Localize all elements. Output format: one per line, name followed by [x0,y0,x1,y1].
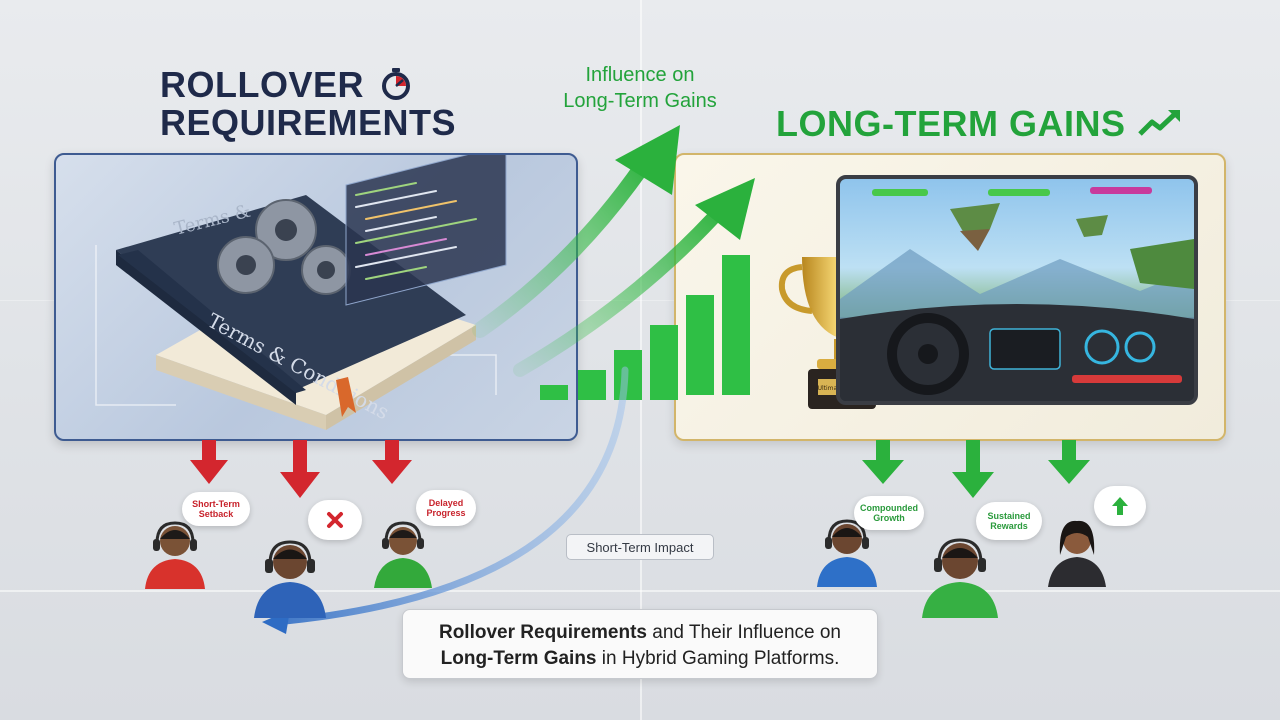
rules-panel: Terms & Conditions Terms & [54,153,578,441]
avatar [1048,520,1106,587]
caption-bold2: Long-Term Gains [440,648,597,669]
rulebook-illustration: Terms & Conditions Terms & [95,155,507,430]
thought-bubble: Short-Term Setback [182,492,250,526]
caption-line1: Rollover Requirements and Their Influenc… [403,620,877,646]
caption-bold1: Rollover Requirements [438,622,647,643]
caption-box: Rollover Requirements and Their Influenc… [402,609,878,679]
avatar [254,540,326,618]
bubble-text: Short-Term Setback [192,499,240,519]
stopwatch-icon [381,68,410,100]
avatar [922,538,998,618]
bubble-text: Compounded Growth [860,503,918,523]
bubble-text: Sustained Rewards [987,511,1031,531]
caption-rest2: in Hybrid Gaming Platforms. [596,648,840,669]
gains-panel: Ultimate Champ [674,153,1226,441]
caption-line2: Long-Term Gains in Hybrid Gaming Platfor… [403,646,877,672]
title-word: ROLLOVER [160,64,365,105]
trending-up-icon [1138,110,1180,136]
game-screen [836,175,1198,405]
rollover-title-line1: ROLLOVER [160,66,456,104]
thought-bubble: Delayed Progress [416,490,476,526]
arrow-down-icon [862,440,1090,498]
long-term-gains-title-text: LONG-TERM GAINS [776,103,1126,144]
game-scenery [840,203,1194,401]
thought-bubble [1094,486,1146,526]
thought-bubble: Compounded Growth [854,496,924,530]
short-term-impact-text: Short-Term Impact [586,539,694,555]
thought-bubble: Sustained Rewards [976,502,1042,540]
rollover-title-line2: REQUIREMENTS [160,102,457,143]
influence-title: Influence on Long-Term Gains [520,62,760,114]
arrow-up-icon [615,125,680,195]
arrow-down-icon [190,440,412,498]
avatar [817,519,877,587]
code-screen [345,155,507,306]
avatar [145,521,205,589]
influence-title-line2: Long-Term Gains [563,90,717,112]
close-icon [327,512,343,528]
influence-title-line1: Influence on [585,64,695,86]
avatar [374,521,432,588]
progress-bar [988,189,1050,196]
long-term-gains-title: LONG-TERM GAINS [776,103,1182,145]
short-term-impact-label: Short-Term Impact [566,534,714,560]
boost-bar [1090,187,1152,194]
thought-bubble [308,500,362,540]
rollover-title: ROLLOVER REQUIREMENTS [160,66,456,142]
caption-rest1: and Their Influence on [646,622,841,643]
health-bar [872,189,928,196]
arrow-up-icon [1112,497,1128,515]
bubble-text: Delayed Progress [426,498,466,518]
